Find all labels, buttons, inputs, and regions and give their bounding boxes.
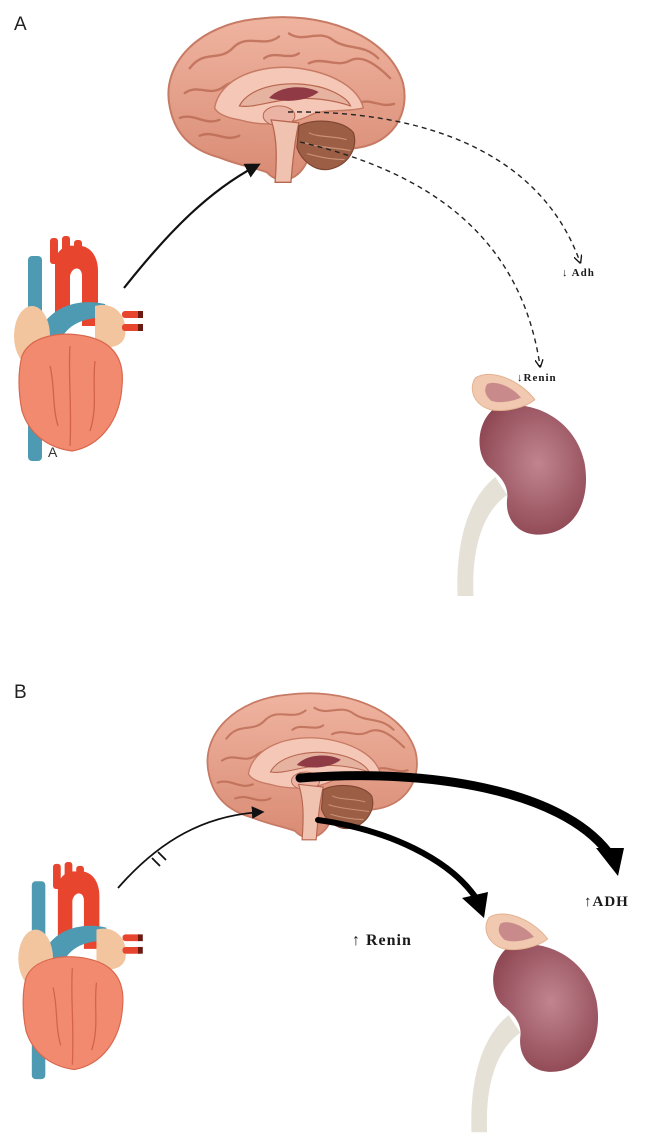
panel-b-label: B [14,682,27,703]
heart-to-brain-arrow [118,812,262,888]
panel-a-label: A [14,14,27,35]
heart-mark: A [48,444,58,460]
panel-a: A A ↓ Adh ↓Renin [14,14,595,596]
kidney-icon [457,374,586,596]
renin-label-a: ↓Renin [517,372,557,384]
heart-icon [14,236,143,461]
heart-to-brain-arrow [124,165,258,288]
kidney-icon [471,914,598,1132]
renin-thick-arrow [318,820,476,898]
adh-label-b: ↑ADH [584,894,629,910]
renin-arrowhead [462,892,488,918]
brain-icon [207,693,417,840]
brain-icon [168,17,404,182]
heart-icon [18,862,143,1079]
panel-b: B ↑ADH ↑ Renin [14,682,629,1132]
adh-arrowhead [596,848,624,876]
renin-label-b: ↑ Renin [352,932,412,949]
adh-label-a: ↓ Adh [562,267,595,279]
renin-dashed-arrow [300,142,540,366]
